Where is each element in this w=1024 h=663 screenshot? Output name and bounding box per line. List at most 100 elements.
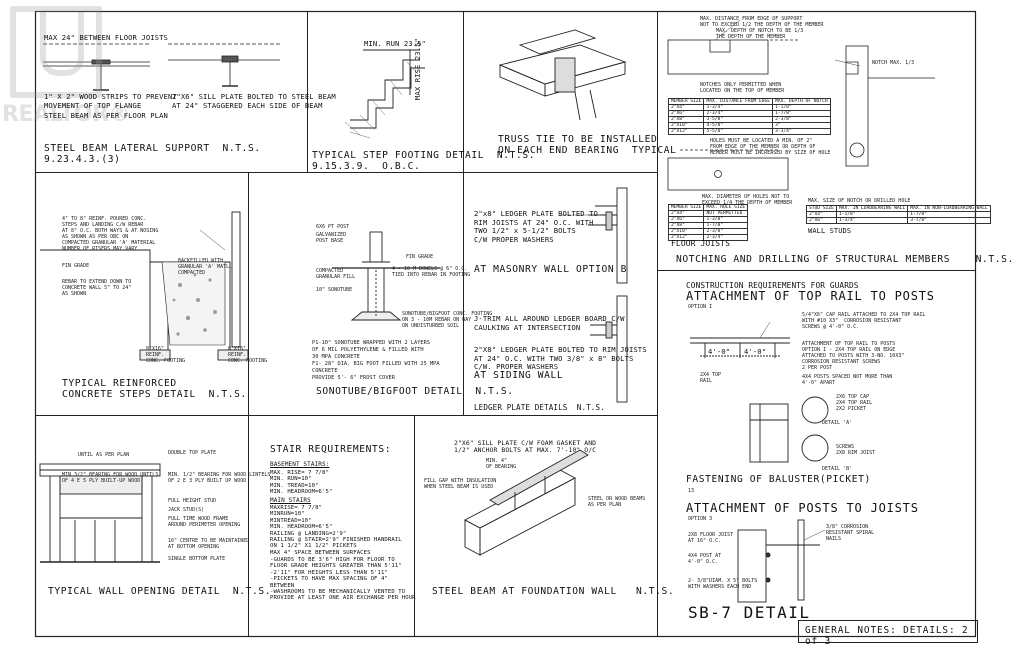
table-cell: NOT PERMITTED — [703, 210, 749, 217]
wall-full-stud: FULL HEIGHT STUD — [168, 498, 217, 504]
sono-dowels: 4 - 10 M DOWELS @ 6" O.C. TIED INTO REBA… — [392, 266, 471, 278]
stud-table-header-cell: MAX. IN NON-LOADBEARING WALL — [907, 205, 991, 212]
sono-note: P1-10" SONOTUBE WRAPPED WITH 2 LAYERS OF… — [312, 340, 440, 381]
steps-title: TYPICAL REINFORCED CONCRETE STEPS DETAIL… — [62, 378, 247, 400]
steel-support-note-b: 2"X6" SILL PLATE BOLTED TO STEEL BEAM AT… — [172, 92, 336, 110]
stud-table: STUD SIZE MAX. IN LOADBEARING WALL MAX. … — [806, 205, 991, 224]
sono-gravel: COMPACTED GRANULAR FILL — [316, 268, 356, 280]
notching-title: NOTCHING AND DRILLING OF STRUCTURAL MEMB… — [676, 254, 1014, 265]
notch-table-header-cell: MAX. DEPTH OF NOTCH — [772, 98, 831, 105]
foundation-bearing: MIN. 4" OF BEARING — [486, 458, 517, 470]
realtor-logo-icon — [10, 6, 102, 98]
notching-note-2: MAX. DEPTH OF NOTCH TO BE 1/3 THE DEPTH … — [716, 28, 804, 40]
steel-support-note-top: MAX 24" BETWEEN FLOOR JOISTS — [44, 33, 168, 42]
sono-post: 6X6 PT POST — [316, 224, 350, 230]
watermark-brand: REALTOR — [2, 102, 109, 127]
steps-footing-left: 8"X16" REINF. CONC. FOOTING — [146, 346, 186, 364]
guards-option-3: OPTION 3 — [688, 516, 713, 522]
step-footing-max-rise: MAX RISE 23.5" — [413, 38, 422, 100]
foundation-steel-or-wood: STEEL OR WOOD BEAMS AS PER PLAN — [588, 496, 646, 508]
ledger-masonry-title: AT MASONRY WALL OPTION B — [474, 264, 628, 275]
title-block-text: GENERAL NOTES: DETAILS: 2 of 3 — [805, 625, 969, 647]
hole-table-header: MEMBER SIZE MAX. HOLE SIZE — [667, 204, 749, 211]
wall-frame: FULL TIME WOOD FRAME AROUND PERIMETER OP… — [168, 516, 241, 528]
foundation-title: STEEL BEAM AT FOUNDATION WALL N.T.S. — [432, 586, 675, 597]
foundation-fill: FILL GAP WITH INSULATION WHEN STEEL BEAM… — [424, 478, 497, 490]
wall-bearing-right: MIN. 1/2" BEARING FOR WOOD LINTELS OF 2 … — [168, 472, 271, 484]
table-cell: 2"X12" — [667, 128, 705, 135]
guards-floor-joist: 2X8 FLOOR JOIST AT 16" O.C. — [688, 532, 734, 544]
wall-single-bottom: SINGLE BOTTOM PLATE — [168, 556, 226, 562]
stairs-basement: MAX. RISE= 7 7/8" MIN. RUN=10" MIN. TREA… — [270, 470, 333, 496]
realtor-watermark: REALTOR® — [2, 6, 131, 142]
steps-footing-right: 8"X16" REINF. CONC. FOOTING — [228, 346, 268, 364]
table-cell: 2"X6" — [806, 217, 837, 224]
stud-table-header-cell: STUD SIZE — [806, 205, 837, 212]
wall-centre: 16" CENTRE TO BE MAINTAINED AT BOTTOM OP… — [168, 538, 250, 550]
sb7-detail-title: SB-7 DETAIL — [688, 603, 811, 622]
table-row: 2"X12"5-5/8"3-3/4" — [667, 128, 831, 135]
guards-screws: SCREWS 2X8 RIM JOIST — [836, 444, 876, 456]
guards-spiral-nails: 3/8" CORROSION RESISTANT SPIRAL NAILS — [826, 524, 875, 542]
notching-note-5: MAX. DIAMETER OF HOLES NOT TO EXCEED 1/4… — [702, 194, 793, 206]
guards-top-cap: 2X6 TOP CAP 2X4 TOP RAIL 2X2 PICKET — [836, 394, 873, 412]
steps-fin-grade: FIN GRADE — [62, 263, 90, 269]
guards-baluster-title: FASTENING OF BALUSTER(PICKET) — [686, 474, 871, 485]
notching-notch-max: NOTCH MAX. 1/3 — [872, 60, 915, 66]
stud-table-header-cell: MAX. IN LOADBEARING WALL — [835, 205, 909, 212]
guards-heading: CONSTRUCTION REQUIREMENTS FOR GUARDS — [686, 281, 859, 290]
table-cell: 3-3/4" — [772, 128, 831, 135]
guards-option-1: OPTION I — [688, 304, 713, 310]
sono-base: GALVANIZED POST BASE — [316, 232, 347, 244]
table-row: 2"X12"2-3/4" — [667, 234, 749, 241]
steel-support-note-c: STEEL BEAM AS PER FLOOR PLAN — [44, 111, 168, 120]
gravel-pattern — [172, 273, 217, 336]
guards-baluster-num: 13 — [688, 488, 695, 494]
truss-tie-title: TRUSS TIE TO BE INSTALLED ON EACH END BE… — [498, 134, 677, 156]
guards-post-4x4: 4X4 POST AT 4'-0" O.C. — [688, 553, 722, 565]
ledger-title: LEDGER PLATE DETAILS N.T.S. — [474, 403, 605, 412]
steel-support-note-a: 1" X 2" WOOD STRIPS TO PREVENT MOVEMENT … — [44, 92, 177, 110]
steps-note-2: REBAR TO EXTEND DOWN TO CONCRETE WALL 5"… — [62, 279, 132, 297]
notch-table-header-cell: MAX. DISTANCE FROM EDGE — [703, 98, 774, 105]
stairs-basement-heading: BASEMENT STAIRS: — [270, 461, 330, 468]
wall-opening-title: TYPICAL WALL OPENING DETAIL N.T.S. — [48, 586, 272, 597]
sono-fin-grade: FIN GRADE — [406, 254, 434, 260]
table-row: 2"X4"NOT PERMITTED — [667, 210, 749, 217]
table-cell: 2"X12" — [667, 234, 705, 241]
guards-posts-note: 4X4 POSTS SPACED NOT MORE THAN 4'-0" APA… — [802, 374, 893, 386]
floor-joists-label: FLOOR JOISTS — [671, 239, 730, 248]
ledger-jtrim: J-TRIM ALL AROUND LEDGER BOARD C/W CAULK… — [474, 314, 625, 332]
guards-cap-rail: 5/4"X6" CAP RAIL ATTACHED TO 2X4 TOP RAI… — [802, 312, 926, 330]
wall-jack-stud: JACK STUD(S) — [168, 507, 205, 513]
wall-until: UNTIL AS PER PLAN — [78, 452, 130, 458]
foundation-sill: 2"X6" SILL PLATE C/W FOAM GASKET AND 1/2… — [454, 439, 597, 455]
hole-table-header-cell: MAX. HOLE SIZE — [703, 204, 749, 211]
guards-posts-joists-title: ATTACHMENT OF POSTS TO JOISTS — [686, 501, 919, 515]
sono-bigfoot: SONOTUBE/BIGFOOT CONC. FOOTING ON 3 - 10… — [402, 311, 493, 329]
guards-rail-label: 2X4 TOP RAIL — [700, 372, 722, 384]
wall-double-top: DOUBLE TOP PLATE — [168, 450, 217, 456]
guards-detail-b: DETAIL 'B' — [822, 466, 853, 472]
notching-note-3: NOTCHES ONLY PERMITTED WHEN LOCATED ON T… — [700, 82, 785, 94]
sono-title: SONOTUBE/BIGFOOT DETAIL N.T.S. — [316, 386, 514, 397]
guards-rail-note: ATTACHMENT OF TOP RAIL TO POSTS OPTION I… — [802, 341, 905, 371]
wall-bearing-left: MIN 3/2" BEARING FOR WOOD UNTILS OF 4 E … — [62, 472, 159, 484]
table-row: 2"X6"1-3/4"3-7/8" — [806, 217, 991, 224]
ledger-masonry-note: 2"x8" LEDGER PLATE BOLTED TO RIM JOISTS … — [474, 209, 598, 244]
notching-note-1: MAX. DISTANCE FROM EDGE OF SUPPORT NOT T… — [700, 16, 824, 28]
hole-table-header-cell: MEMBER SIZE — [667, 204, 705, 211]
table-cell: 3-7/8" — [907, 217, 991, 224]
step-footing-min-run: MIN. RUN 23.5" — [364, 39, 426, 48]
ledger-siding-title: AT SIDING WALL — [474, 370, 564, 381]
table-cell: 2-3/4" — [703, 234, 749, 241]
guards-bolts: 2- 3/8"DIAM. X 5" BOLTS WITH WASHERS EAC… — [688, 578, 758, 590]
guards-detail-a: DETAIL 'A' — [822, 420, 853, 426]
title-block: GENERAL NOTES: DETAILS: 2 of 3 — [798, 620, 978, 647]
guards-dim-2: 4'-0" — [744, 347, 767, 356]
stairs-main: MAXRISE= 7 7/8" MINRUN=10" MINTREAD=10" … — [270, 505, 402, 556]
table-cell: 5-5/8" — [703, 128, 774, 135]
step-footing-title: TYPICAL STEP FOOTING DETAIL N.T.S. 9.15.… — [312, 150, 536, 172]
